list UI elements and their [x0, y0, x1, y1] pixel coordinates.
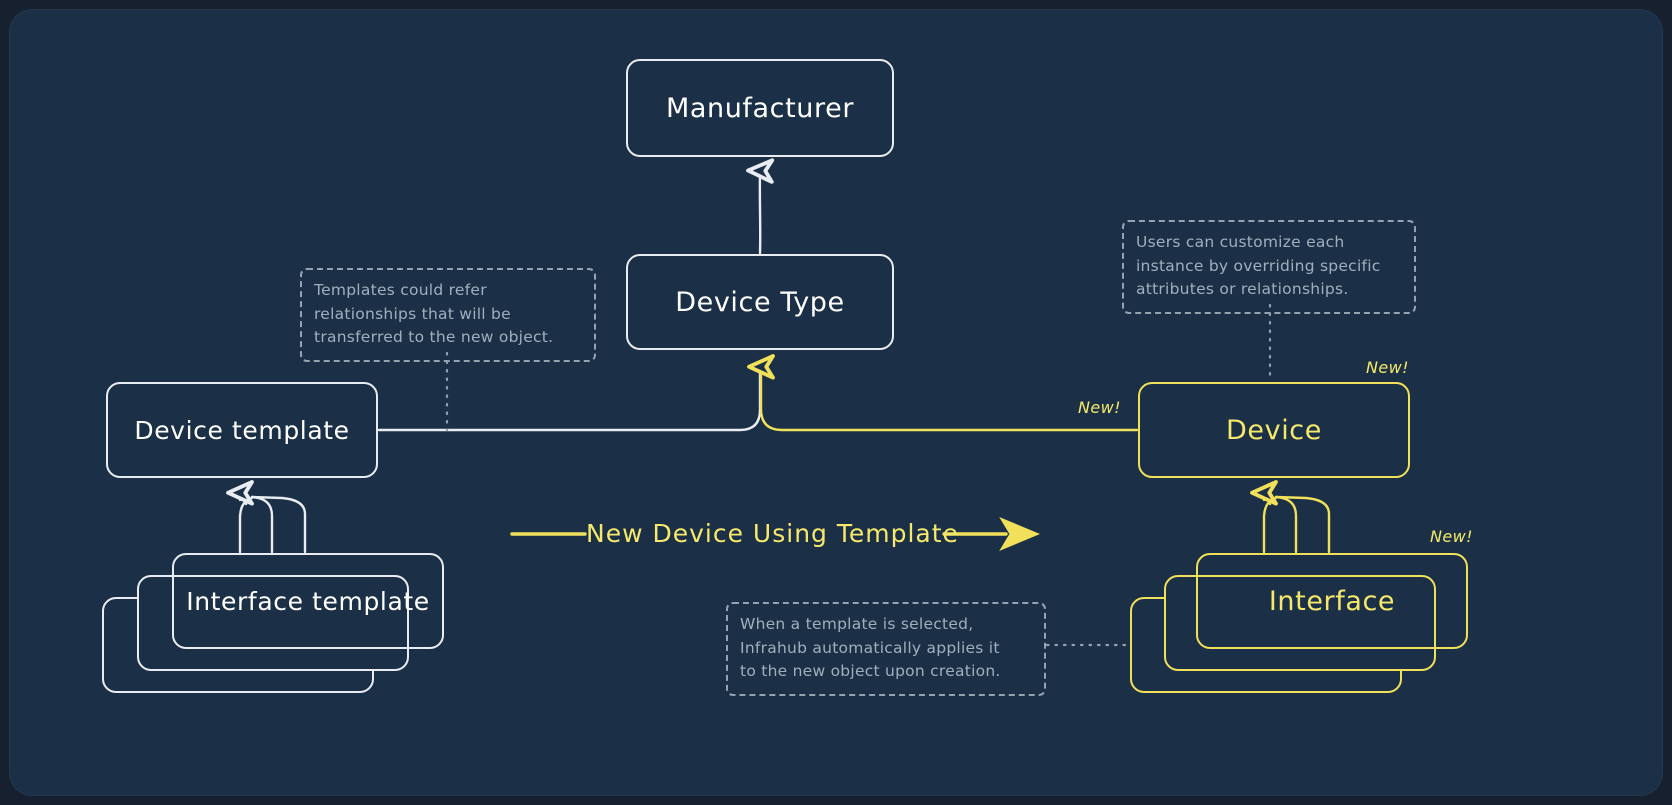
interface-template-stack-card-mid	[137, 575, 409, 671]
node-manufacturer-label: Manufacturer	[665, 92, 855, 124]
node-manufacturer[interactable]: Manufacturer	[626, 59, 894, 157]
note-line: attributes or relationships.	[1136, 280, 1349, 299]
note-line: instance by overriding specific	[1136, 256, 1381, 275]
node-device-label: Device	[1226, 414, 1322, 446]
flow-arrow-label: New Device Using Template	[586, 519, 959, 548]
tag-device-new: New!	[1366, 358, 1409, 377]
node-interface-template[interactable]: Interface template	[172, 553, 444, 649]
node-interface-template-label: Interface template	[186, 586, 430, 616]
interface-stack-card-mid	[1164, 575, 1436, 671]
node-interface-label: Interface	[1268, 585, 1396, 617]
node-interface[interactable]: Interface	[1196, 553, 1468, 649]
note-line: transferred to the new object.	[314, 328, 554, 347]
note-line: Infrahub automatically applies it	[740, 638, 1000, 657]
tag-interface-new: New!	[1430, 527, 1473, 546]
node-device-type-label: Device Type	[675, 286, 845, 318]
note-line: Users can customize each	[1136, 233, 1345, 251]
node-device-type[interactable]: Device Type	[626, 254, 894, 350]
tag-link-new: New!	[1078, 398, 1121, 417]
note-users-customize: Users can customize each instance by ove…	[1122, 220, 1416, 314]
note-line: Templates could refer	[314, 281, 487, 299]
note-templates-refer: Templates could refer relationships that…	[300, 268, 596, 362]
note-template-selected: When a template is selected, Infrahub au…	[726, 602, 1046, 696]
node-device-template[interactable]: Device template	[106, 382, 378, 478]
note-line: When a template is selected,	[740, 615, 974, 633]
note-line: to the new object upon creation.	[740, 662, 1001, 681]
node-device-template-label: Device template	[134, 415, 350, 445]
node-device[interactable]: Device	[1138, 382, 1410, 478]
note-line: relationships that will be	[314, 304, 511, 323]
